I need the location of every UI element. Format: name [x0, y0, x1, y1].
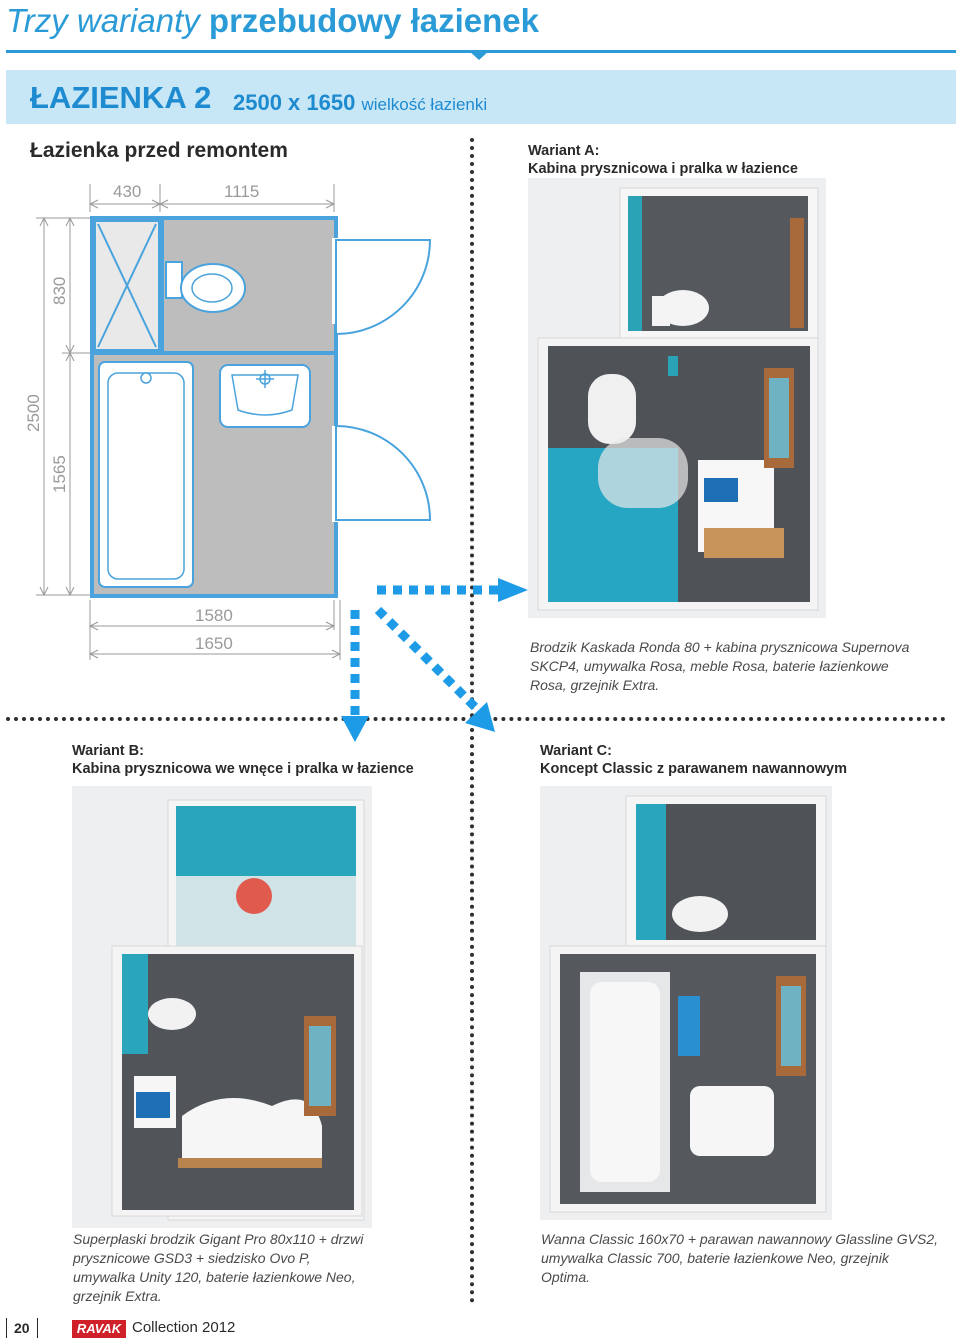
variant-c-subtitle: Koncept Classic z parawanem nawannowym: [540, 761, 848, 777]
variant-c-caption: Wanna Classic 160x70 + parawan nawannowy…: [541, 1231, 939, 1285]
arrow-to-variant-a: [377, 578, 528, 602]
dim-label-1580: 1580: [195, 606, 233, 625]
dim-label-2500: 2500: [24, 394, 43, 432]
title-divider-notch: [468, 50, 490, 60]
toilet-icon: [165, 261, 246, 313]
dimension-top: [88, 184, 336, 212]
arrow-to-variant-c: [374, 606, 495, 732]
page-title-light: Trzy warianty: [6, 2, 200, 39]
variant-arrows: [341, 578, 528, 742]
floor-plan: [36, 184, 432, 660]
dim-label-430: 430: [113, 182, 142, 201]
room-size-value: 2500 x 1650: [233, 90, 356, 115]
dim-label-1115: 1115: [224, 182, 260, 201]
dim-label-1650: 1650: [195, 634, 233, 653]
sink-icon: [219, 364, 311, 428]
variant-b-subtitle: Kabina prysznicowa we wnęce i pralka w ł…: [72, 761, 414, 777]
variant-b-caption: Superpłaski brodzik Gigant Pro 80x110 + …: [73, 1231, 364, 1304]
collection-label: Collection 2012: [132, 1319, 236, 1336]
variant-b-heading: Wariant B:: [72, 743, 144, 759]
room-name: ŁAZIENKA 2: [30, 80, 212, 115]
dimension-bottom: [88, 600, 342, 660]
arrow-to-variant-b: [341, 610, 369, 742]
variant-c-render: [540, 786, 832, 1220]
bathtub-icon: [98, 361, 194, 588]
separator-vertical-bottom: [470, 728, 474, 1303]
before-label: Łazienka przed remontem: [30, 139, 288, 162]
footer-divider-right: [37, 1318, 38, 1338]
variant-c-heading: Wariant C:: [540, 743, 612, 759]
variant-a-heading: Wariant A:: [528, 143, 600, 159]
page-title-bold: przebudowy łazienek: [208, 2, 540, 39]
variant-a-subtitle: Kabina prysznicowa i pralka w łazience: [528, 161, 798, 177]
separator-vertical-top: [470, 138, 474, 718]
footer-divider-left: [6, 1318, 7, 1338]
dim-label-1565: 1565: [50, 455, 69, 493]
room-banner: [6, 70, 956, 124]
dim-label-830: 830: [50, 276, 69, 305]
room-size: 2500 x 1650 wielkość łazienki: [233, 90, 487, 116]
variant-b-render: [72, 786, 372, 1228]
dimension-left: [36, 216, 92, 597]
page-title: Trzy warianty przebudowy łazienek: [6, 2, 539, 40]
variant-a-render: [528, 178, 826, 618]
variant-a-caption: Brodzik Kaskada Ronda 80 + kabina pryszn…: [530, 639, 910, 693]
page-number: 20: [14, 1320, 30, 1336]
ravak-logo: RAVAK: [72, 1320, 126, 1338]
room-size-note: wielkość łazienki: [361, 95, 488, 114]
